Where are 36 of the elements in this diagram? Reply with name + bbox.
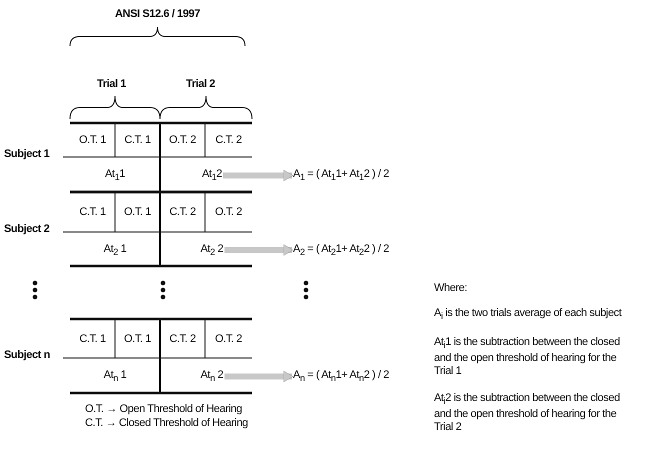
column-header: O.T. 2	[214, 332, 243, 346]
column-header: C.T. 1	[123, 134, 152, 147]
measurement-value: At$_{1}$1	[71, 159, 159, 190]
row-label: Subject 1	[4, 148, 50, 161]
trial-label: Trial 1	[97, 78, 126, 91]
column-header: O.T. 2	[214, 206, 243, 219]
average-formula: A$_{1}$ = ( At$_{1}$1+ At$_{1}$2 ) / 2	[293, 159, 390, 190]
column-header: C.T. 2	[214, 134, 243, 147]
column-header: O.T. 2	[168, 134, 197, 147]
standard-label: ANSI S12.6 / 1997	[115, 8, 200, 21]
measurement-value: At$_{1}$2	[202, 159, 222, 190]
column-header: C.T. 2	[168, 332, 197, 346]
row-label: Subject 2	[4, 223, 50, 236]
block-arrow	[224, 244, 294, 256]
block-arrow	[223, 170, 294, 182]
abbreviation-note: O.T. → Open Threshold of Hearing	[85, 403, 242, 416]
average-formula: A$_{2}$ = ( At$_{2}$1+ At$_{2}$2 ) / 2	[293, 234, 390, 264]
column-header: O.T. 1	[123, 332, 152, 346]
column-header: C.T. 2	[168, 206, 197, 219]
definition-note: At$_{i}$1 is the subtraction between the closed and the open threshold of hearing for the Trial 1	[434, 336, 621, 378]
column-header: O.T. 1	[123, 206, 152, 219]
trial-label: Trial 2	[186, 78, 215, 91]
measurement-value: At$_{n}$ 2	[200, 360, 224, 391]
measurement-value: At$_{n}$ 1	[71, 360, 159, 391]
where-label: Where:	[434, 282, 468, 295]
row-label: Subject n	[4, 349, 50, 362]
block-arrow	[224, 370, 294, 382]
column-header: C.T. 1	[78, 206, 107, 219]
column-header: C.T. 1	[78, 332, 107, 346]
measurement-value: At$_{2}$ 1	[71, 234, 159, 264]
definition-note: A$_{i}$ is the two trials average of each subject	[434, 307, 622, 324]
abbreviation-note: C.T. → Closed Threshold of Hearing	[85, 417, 248, 430]
definition-note: At$_{i}$2 is the subtraction between the closed and the open threshold of hearing for the Trial 2	[434, 392, 621, 434]
column-header: O.T. 1	[78, 134, 107, 147]
average-formula: A$_{n}$ = ( At$_{n}$1+ At$_{n}$2 ) / 2	[293, 360, 390, 391]
measurement-value: At$_{2}$ 2	[200, 234, 224, 264]
